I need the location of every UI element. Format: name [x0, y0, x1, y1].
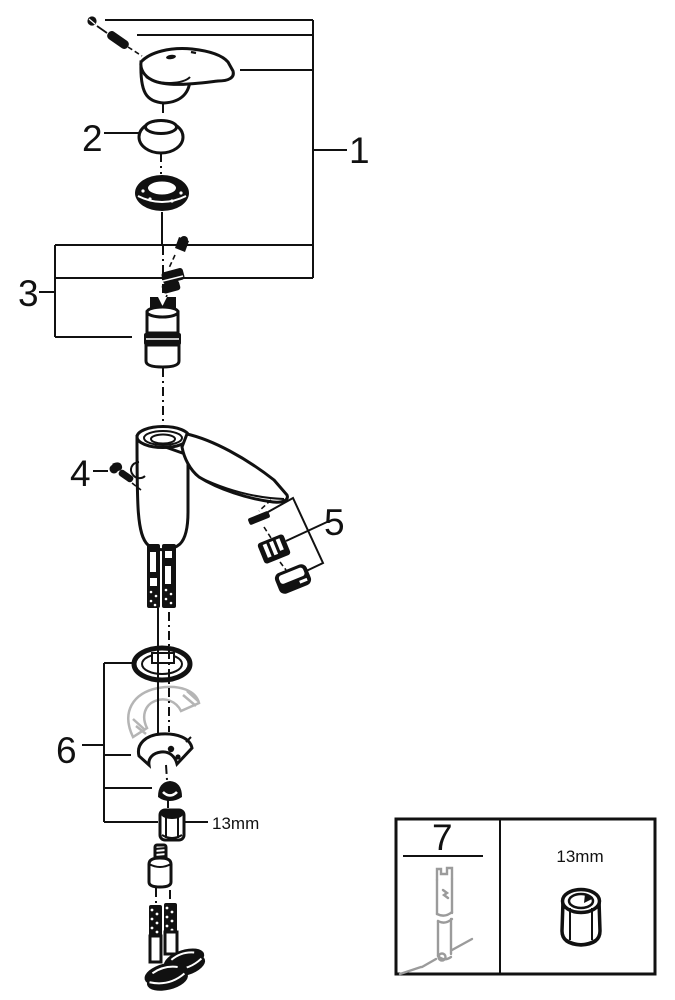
socket-wrench-tool-icon	[398, 866, 474, 976]
callout-4-label: 4	[70, 453, 91, 494]
horseshoe-washer	[136, 732, 194, 769]
mounting-stud	[147, 843, 173, 889]
cartridge-screw	[168, 236, 189, 269]
callout-6-label: 6	[56, 730, 77, 771]
connection-lines	[157, 608, 170, 738]
adapter-nut-size-label: 13mm	[212, 814, 259, 833]
callout-7-label: 7	[432, 817, 453, 858]
hex-adapter	[158, 808, 186, 842]
callout-2-label: 2	[82, 118, 103, 159]
cone-seal	[158, 781, 182, 801]
hose-stubs	[147, 544, 176, 608]
stop-ring	[161, 268, 185, 304]
callout-1-label: 1	[349, 130, 370, 171]
cartridge	[144, 297, 181, 369]
aerator-insert	[257, 534, 291, 564]
supply-hoses	[144, 903, 206, 991]
mounting-flange	[131, 645, 193, 683]
bearing-ring	[135, 175, 189, 211]
spout	[180, 432, 289, 504]
callout-bracket-5	[267, 496, 328, 574]
set-screw	[109, 462, 142, 491]
handle-cap-ring	[137, 119, 185, 155]
lever-handle	[139, 47, 235, 105]
hose-nut-left	[144, 962, 188, 991]
escutcheon-ghost	[127, 685, 201, 739]
callout-5-label: 5	[324, 502, 345, 543]
faucet-body	[130, 425, 289, 552]
parts-box: 7 13mm	[394, 817, 657, 976]
toolbox-socket-size-label: 13mm	[556, 847, 603, 866]
aerator-pin	[248, 511, 270, 525]
aerator-cap	[274, 564, 312, 594]
hex-socket-13mm-icon	[560, 887, 602, 947]
callout-bracket-1	[105, 19, 347, 278]
callout-3-label: 3	[18, 273, 39, 314]
aerator-set	[248, 499, 312, 594]
handle-screw	[87, 16, 143, 57]
callout-bracket-6	[82, 662, 158, 823]
